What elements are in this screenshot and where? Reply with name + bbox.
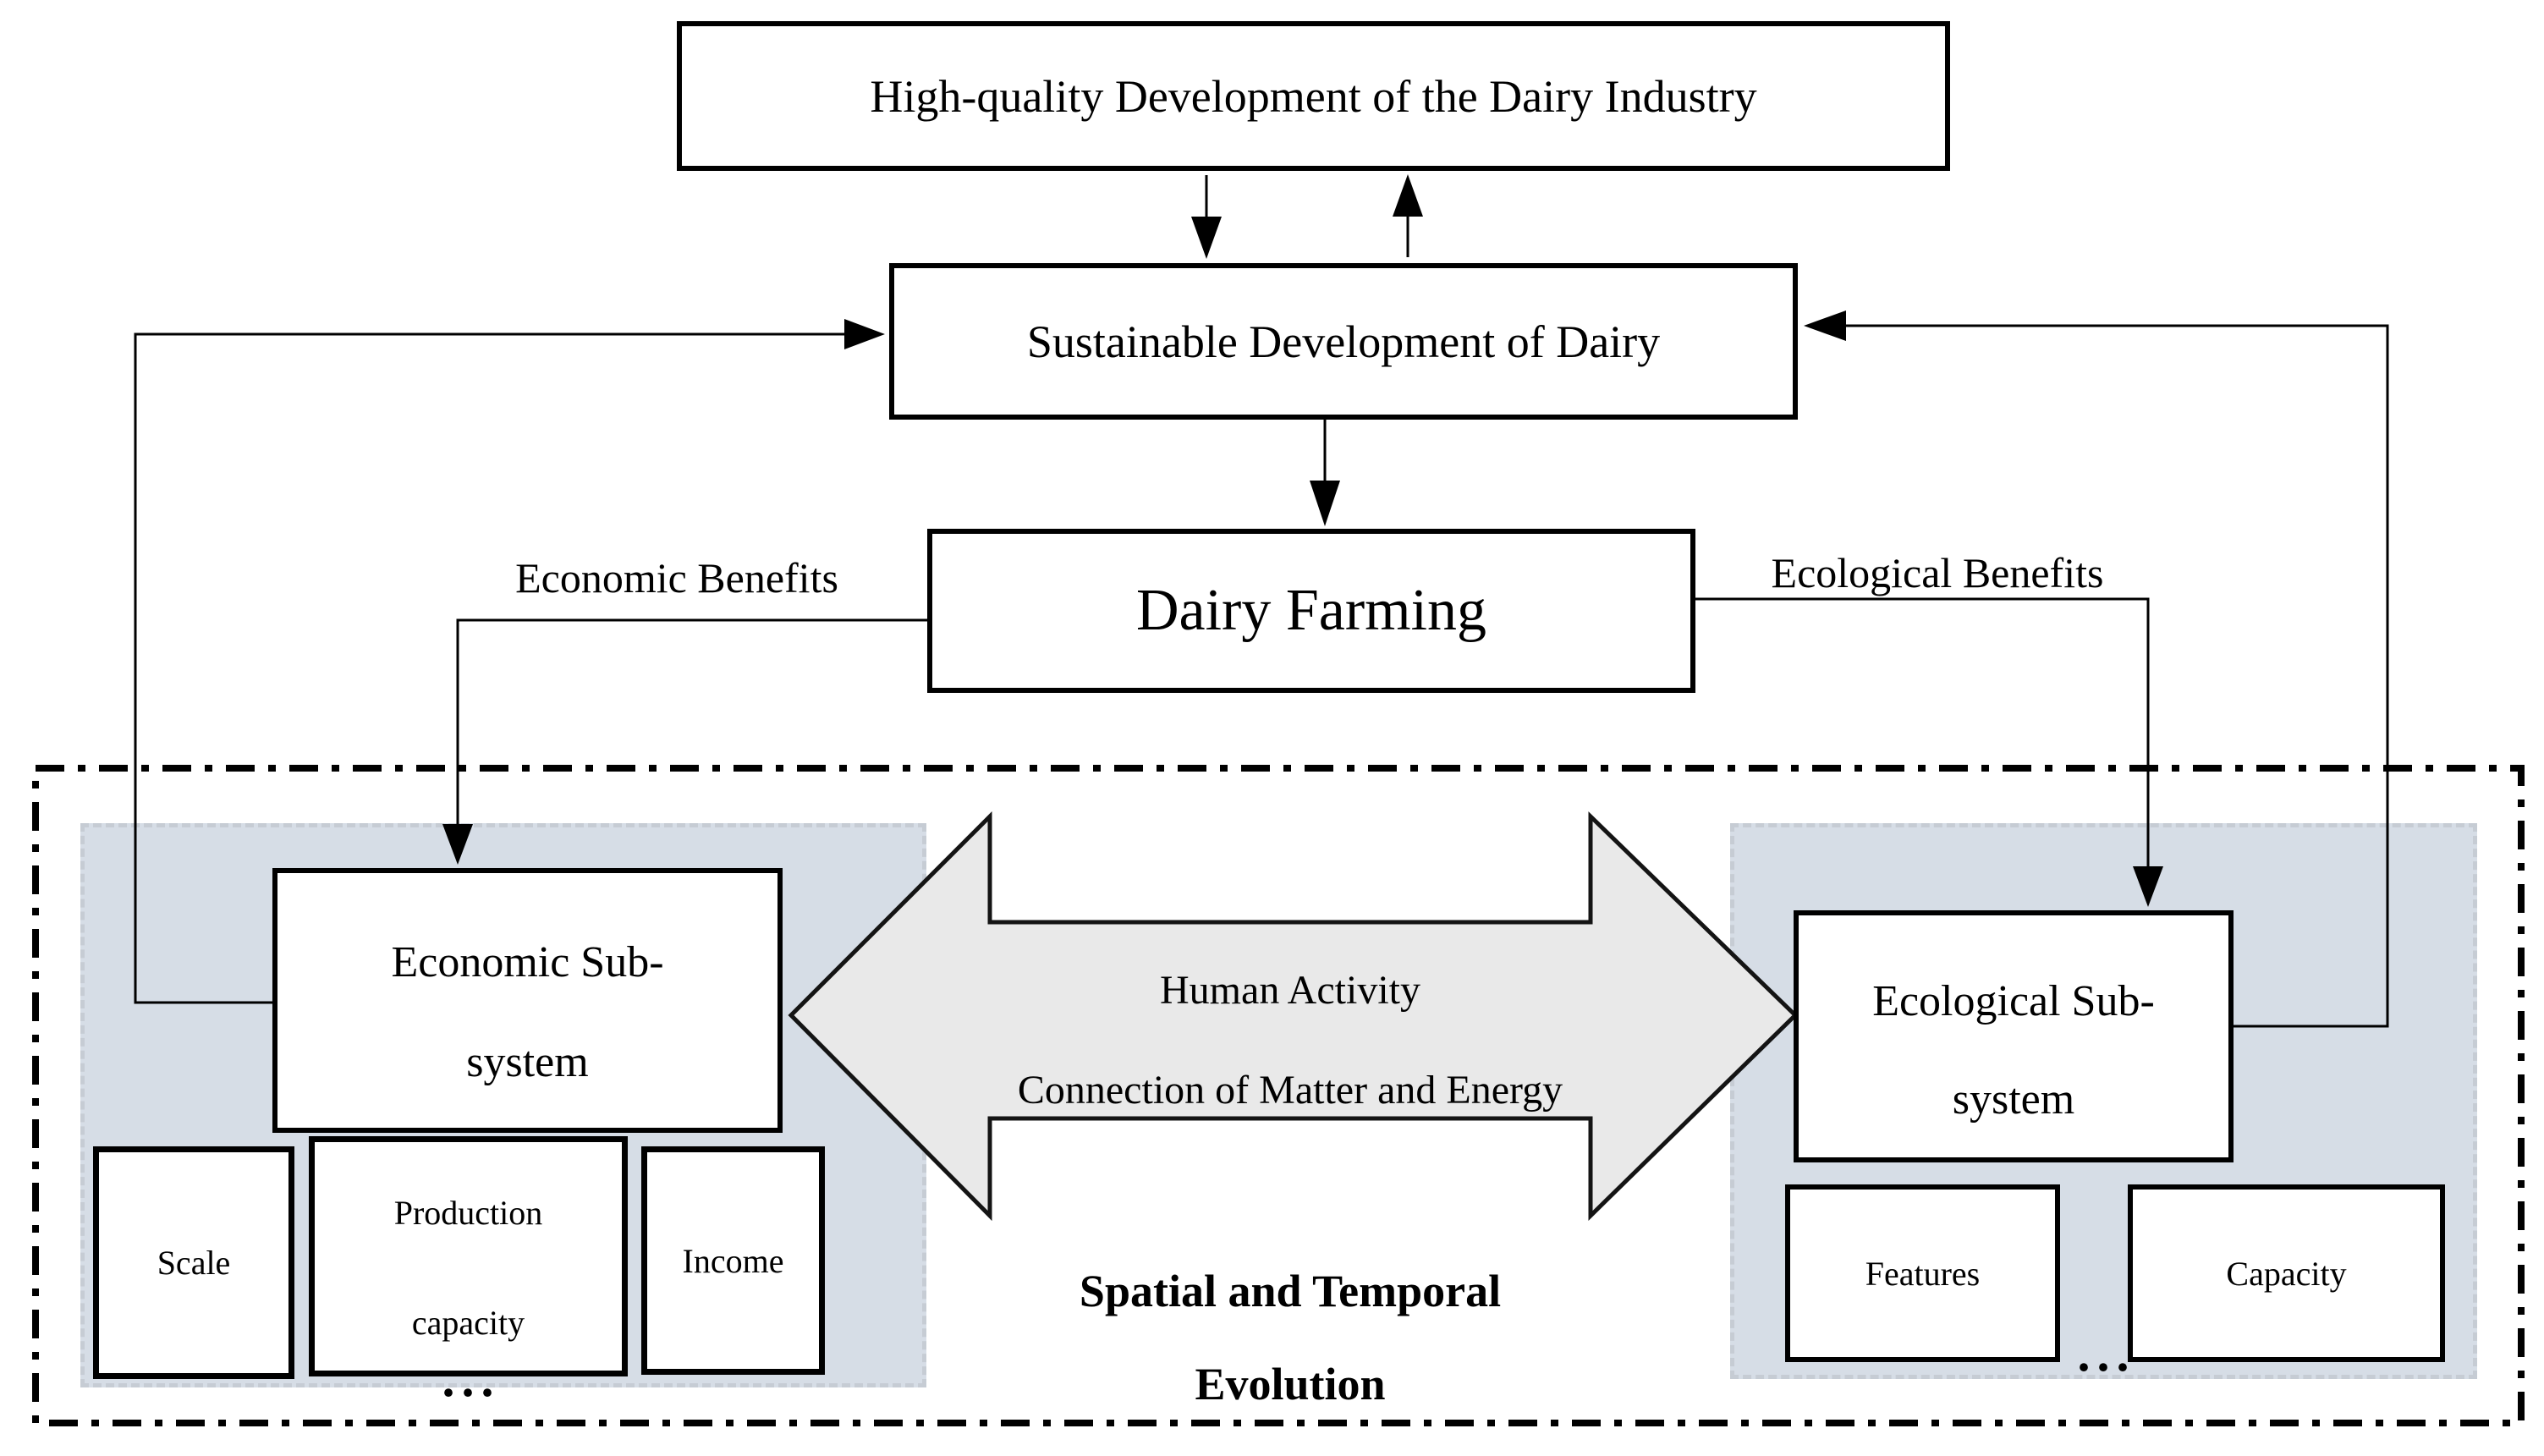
sustainable-development-box: Sustainable Development of Dairy xyxy=(889,263,1798,420)
connector-sustainable-dairy xyxy=(1310,420,1340,526)
connector-ecological-benefits xyxy=(1695,597,2163,907)
economic-subsystem-line2: system xyxy=(466,1038,589,1086)
features-label: Features xyxy=(1865,1254,1981,1293)
dairy-farming-box: Dairy Farming xyxy=(927,529,1695,693)
sustainable-development-label: Sustainable Development of Dairy xyxy=(1026,316,1661,367)
production-capacity-line1: Production xyxy=(393,1194,543,1232)
scale-label: Scale xyxy=(157,1244,231,1282)
capacity-box: Capacity xyxy=(2128,1184,2445,1362)
ecological-subsystem-line1: Ecological Sub- xyxy=(1872,977,2155,1025)
ecological-benefits-label: Ecological Benefits xyxy=(1771,549,2104,596)
economic-subsystem-box: Economic Sub- system xyxy=(272,868,783,1133)
production-capacity-box: Production capacity xyxy=(309,1136,628,1376)
connection-of-matter-energy-label: Connection of Matter and Energy xyxy=(1017,1067,1563,1113)
ecological-subsystem-box: Ecological Sub- system xyxy=(1794,910,2234,1162)
connector-economic-benefits xyxy=(442,618,927,865)
dairy-farming-label: Dairy Farming xyxy=(1135,578,1487,643)
connector-ecological-feedback xyxy=(1804,310,2389,1028)
production-capacity-line2: capacity xyxy=(411,1304,525,1342)
connector-top-up xyxy=(1393,174,1423,257)
human-activity-label: Human Activity xyxy=(1160,967,1420,1013)
income-label: Income xyxy=(682,1241,784,1280)
high-quality-development-label: High-quality Development of the Dairy In… xyxy=(870,70,1757,122)
capacity-label: Capacity xyxy=(2226,1254,2347,1293)
exchange-arrow xyxy=(788,810,1799,1222)
connector-top-down xyxy=(1191,175,1222,259)
income-box: Income xyxy=(641,1146,825,1375)
ellipsis-ecological: ... xyxy=(2077,1325,2136,1382)
economic-subsystem-line1: Economic Sub- xyxy=(391,938,664,986)
high-quality-development-box: High-quality Development of the Dairy In… xyxy=(677,21,1950,171)
evolution-label: Evolution xyxy=(1195,1359,1386,1409)
features-box: Features xyxy=(1785,1184,2060,1362)
system-boundary xyxy=(32,765,2525,1426)
scale-box: Scale xyxy=(93,1146,294,1379)
spatial-temporal-label: Spatial and Temporal xyxy=(1079,1266,1502,1316)
economic-benefits-label: Economic Benefits xyxy=(515,554,838,602)
ecological-subsystem-line2: system xyxy=(1952,1075,2075,1124)
connector-economic-feedback xyxy=(134,319,885,1004)
ellipsis-economic: ... xyxy=(442,1350,501,1407)
